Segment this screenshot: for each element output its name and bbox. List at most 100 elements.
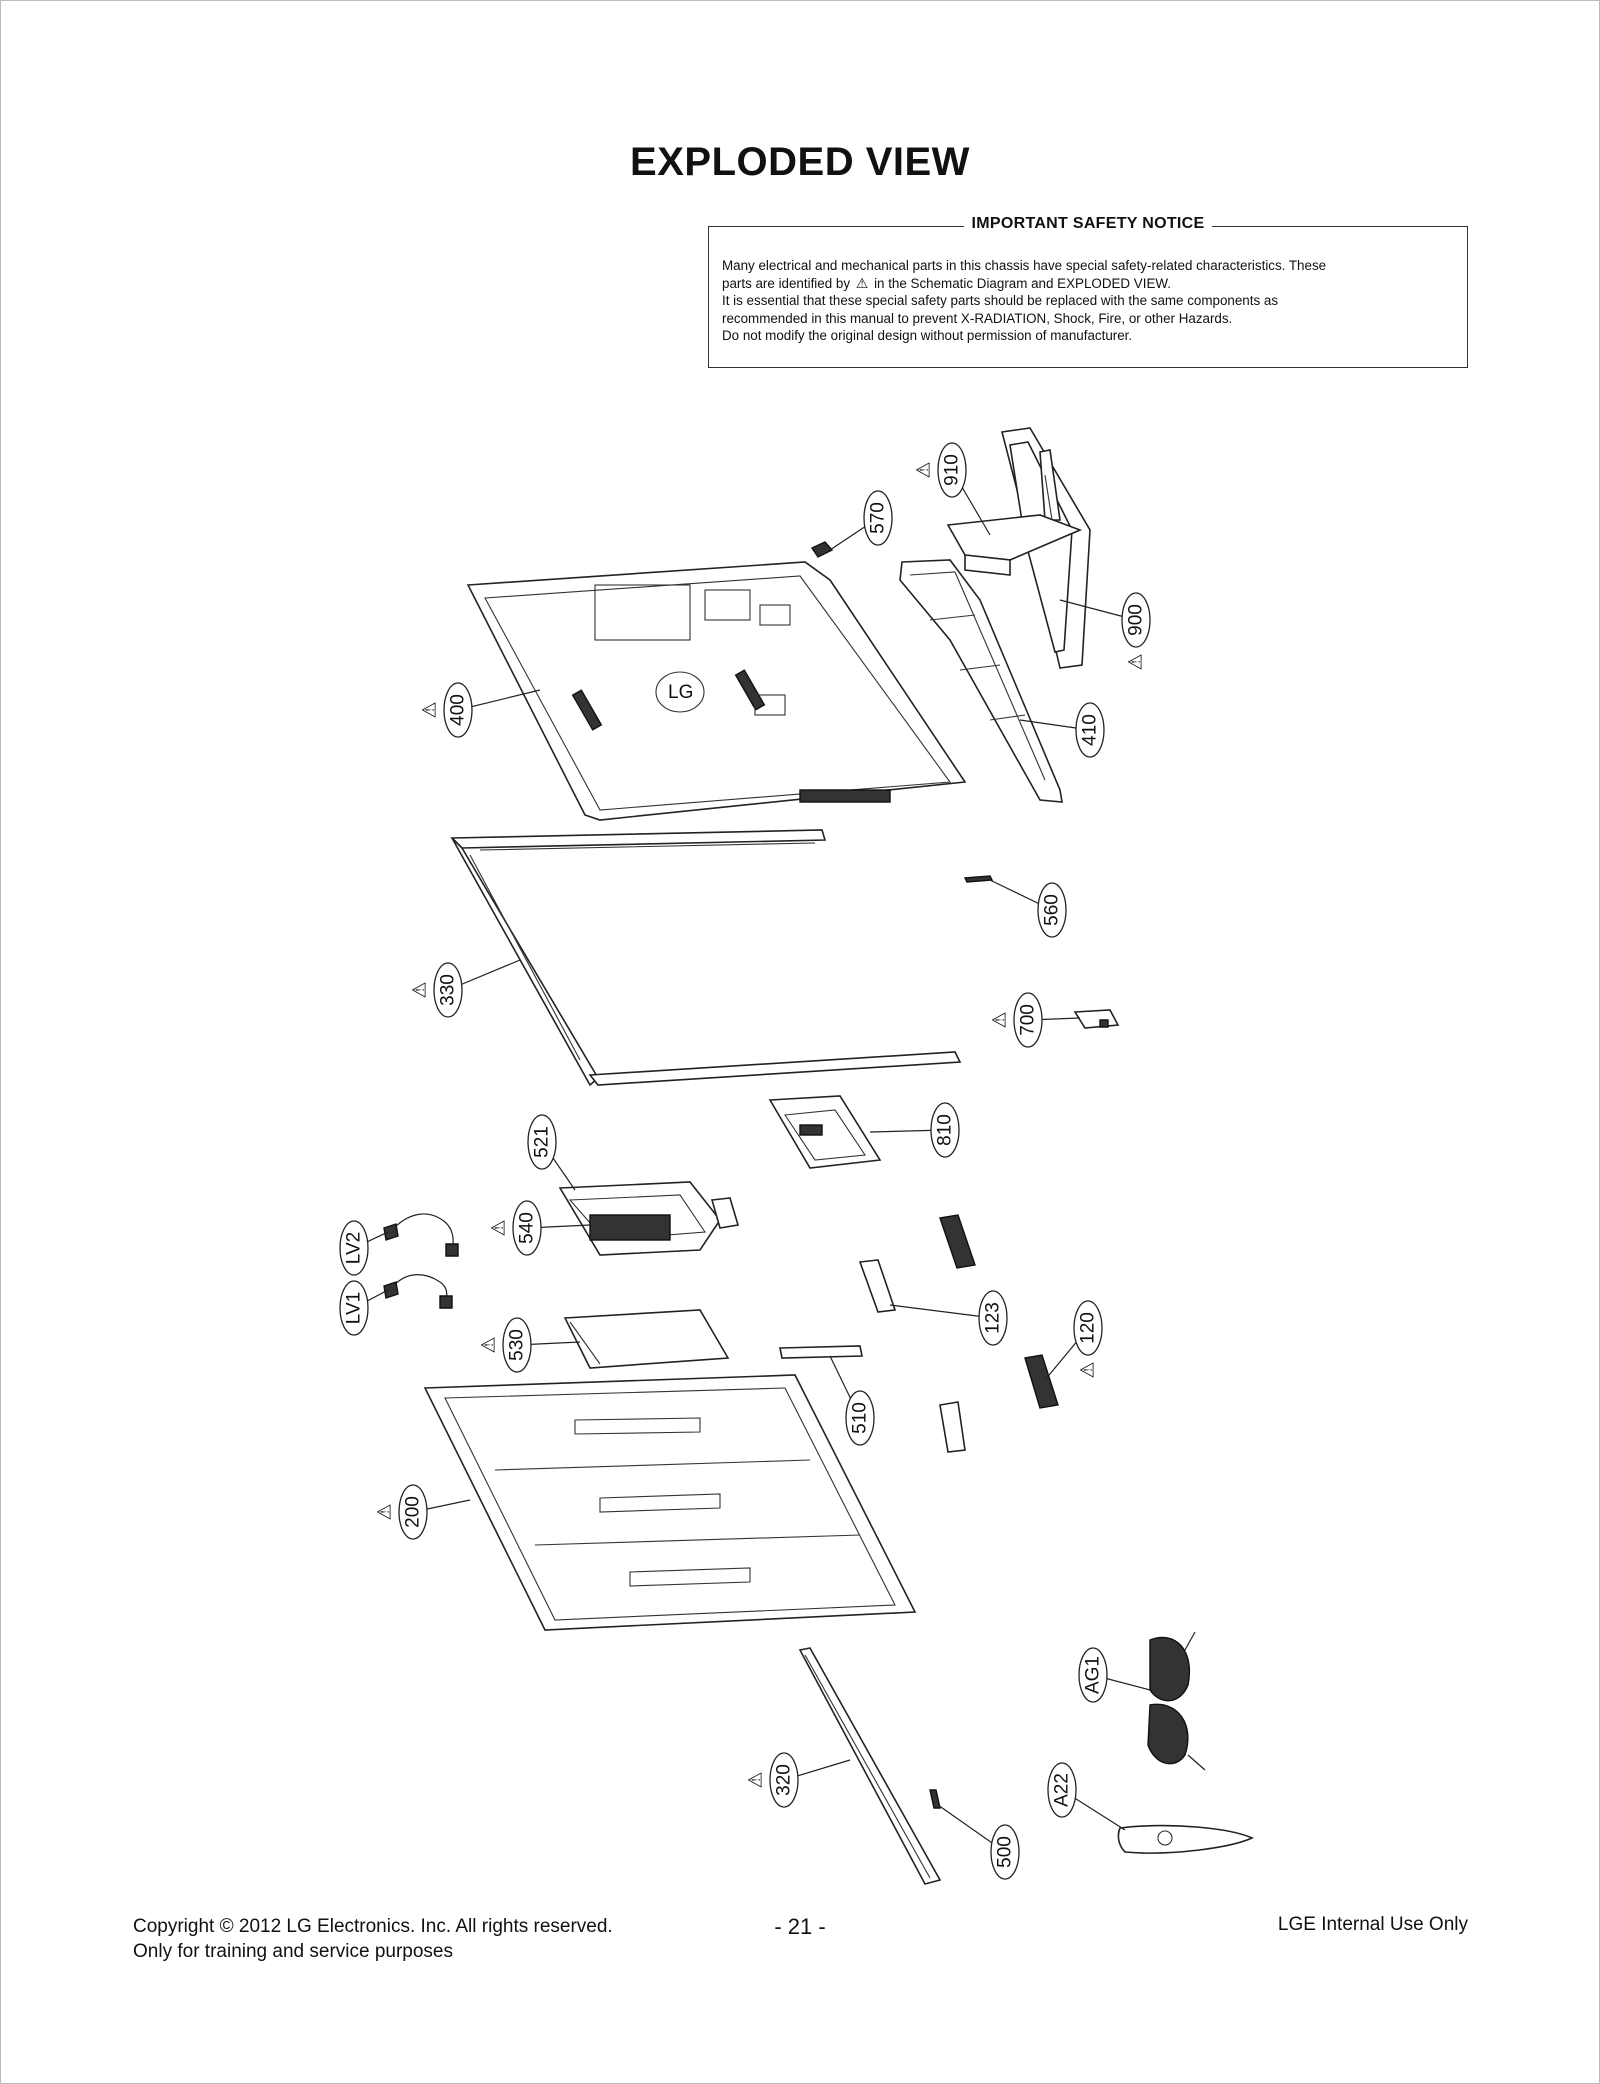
callout-540: 540 ⚠ — [489, 1200, 591, 1256]
callout-bubble-330 — [433, 962, 463, 1018]
callout-label-521: 521 — [532, 1126, 553, 1158]
part-bracket-810 — [768, 1095, 882, 1169]
part-stand-base — [946, 427, 1091, 669]
safety-triangle-icon: ⚠ — [1126, 653, 1147, 670]
part-560 — [963, 875, 994, 883]
callout-560: 560 — [989, 879, 1067, 938]
callout-530: 530 ⚠ — [479, 1317, 581, 1373]
callout-LV1: LV1 — [339, 1280, 389, 1336]
callout-label-530: 530 — [507, 1329, 528, 1361]
callout-500: 500 — [937, 1804, 1020, 1880]
part-speakers-120 — [939, 1214, 1059, 1409]
callout-label-200: 200 — [403, 1496, 424, 1528]
callout-label-A22: A22 — [1052, 1773, 1073, 1807]
footer-copyright: Copyright © 2012 LG Electronics. Inc. Al… — [133, 1916, 613, 1937]
notice-line-2a: parts are identified by — [722, 275, 851, 291]
callout-label-510: 510 — [850, 1402, 871, 1434]
notice-line-5: Do not modify the original design withou… — [722, 328, 1133, 343]
callout-label-910: 910 — [942, 454, 963, 486]
part-frame-330 — [450, 829, 962, 1087]
callout-320: 320 ⚠ — [746, 1752, 851, 1808]
callout-bubble-910 — [937, 442, 967, 498]
part-500 — [929, 1789, 941, 1809]
callout-label-120: 120 — [1078, 1312, 1099, 1344]
safety-triangle-icon: ⚠ — [479, 1336, 500, 1353]
callout-410: 410 — [1019, 702, 1105, 758]
callout-label-560: 560 — [1042, 894, 1063, 926]
footer-purpose: Only for training and service purposes — [133, 1941, 453, 1962]
callout-bubble-200 — [398, 1484, 428, 1540]
part-cable-lv1 — [383, 1274, 453, 1309]
callout-label-500: 500 — [995, 1836, 1016, 1868]
safety-notice-heading: IMPORTANT SAFETY NOTICE — [963, 215, 1213, 232]
safety-triangle-icon: ⚠ — [410, 981, 431, 998]
callout-label-LV2: LV2 — [344, 1232, 365, 1264]
callout-label-540: 540 — [517, 1212, 538, 1244]
callout-bubble-LV2 — [339, 1220, 369, 1276]
warning-triangle-icon: ⚠ — [855, 274, 869, 291]
safety-notice-box: IMPORTANT SAFETY NOTICE Many electrical … — [708, 215, 1468, 368]
part-570 — [810, 541, 834, 558]
callout-bubble-410 — [1075, 702, 1105, 758]
part-board-510 — [779, 1345, 863, 1359]
callout-910: 910 ⚠ — [914, 442, 991, 536]
callout-A22: A22 — [1047, 1762, 1126, 1831]
safety-triangle-icon: ⚠ — [746, 1771, 767, 1788]
callout-900: 900 ⚠ — [1059, 592, 1151, 671]
callout-123: 123 — [889, 1290, 1008, 1346]
callout-bubble-320 — [769, 1752, 799, 1808]
part-cable-lv2 — [383, 1213, 459, 1257]
callout-bubble-123 — [978, 1290, 1008, 1346]
part-main-chassis-200 — [423, 1374, 917, 1631]
callout-label-900: 900 — [1126, 604, 1147, 636]
callout-bubble-500 — [990, 1824, 1020, 1880]
safety-triangle-icon: ⚠ — [489, 1219, 510, 1236]
callout-label-320: 320 — [774, 1764, 795, 1796]
safety-triangle-icon: ⚠ — [1078, 1361, 1099, 1378]
safety-triangle-icon: ⚠ — [914, 461, 935, 478]
callout-bubble-510 — [845, 1390, 875, 1446]
footer-internal-use: LGE Internal Use Only — [1277, 1914, 1468, 1935]
safety-triangle-icon: ⚠ — [990, 1011, 1011, 1028]
safety-notice-body: Many electrical and mechanical parts in … — [722, 257, 1454, 345]
part-back-cabinet-400: LG — [466, 561, 967, 821]
callout-bubble-530 — [502, 1317, 532, 1373]
notice-line-1: Many electrical and mechanical parts in … — [722, 258, 1327, 273]
callout-bubble-521 — [527, 1114, 557, 1170]
part-700 — [1073, 1009, 1120, 1029]
callout-label-AG1: AG1 — [1083, 1656, 1104, 1694]
callout-label-123: 123 — [983, 1302, 1004, 1334]
callout-label-570: 570 — [868, 502, 889, 534]
notice-line-2b: in the Schematic Diagram and EXPLODED VI… — [874, 275, 1172, 291]
part-remote-a22 — [1117, 1824, 1254, 1854]
callout-bubble-AG1 — [1078, 1647, 1108, 1703]
callout-bubble-LV1 — [339, 1280, 369, 1336]
page-title: EXPLODED VIEW — [630, 140, 970, 184]
callout-label-810: 810 — [935, 1114, 956, 1146]
footer-copyright-block: Copyright © 2012 LG Electronics. Inc. Al… — [133, 1914, 613, 1964]
part-back-cover-410 — [899, 559, 1063, 803]
callout-label-LV1: LV1 — [344, 1292, 365, 1324]
callout-120: 120 ⚠ — [1044, 1300, 1103, 1381]
callout-570: 570 — [829, 490, 893, 551]
safety-triangle-icon: ⚠ — [375, 1503, 396, 1520]
callout-label-410: 410 — [1080, 714, 1101, 746]
lg-logo: LG — [668, 682, 693, 703]
part-frame-320 — [798, 1647, 942, 1885]
safety-triangle-icon: ⚠ — [420, 701, 441, 718]
callout-400: 400⚠ — [420, 682, 541, 738]
part-main-board-540 — [558, 1181, 740, 1256]
notice-line-4: recommended in this manual to prevent X-… — [722, 310, 1233, 326]
leader-line-123 — [889, 1304, 994, 1319]
callout-label-700: 700 — [1018, 1004, 1039, 1036]
part-bracket-123 — [858, 1259, 966, 1453]
page-number: - 21 - — [774, 1914, 826, 1939]
callout-700: 700 ⚠ — [990, 992, 1081, 1048]
callout-bubble-700 — [1013, 992, 1043, 1048]
callout-bubble-560 — [1037, 882, 1067, 938]
callout-bubble-A22 — [1047, 1762, 1077, 1818]
callout-bubble-400 — [443, 682, 473, 738]
notice-line-3: It is essential that these special safet… — [722, 293, 1279, 308]
